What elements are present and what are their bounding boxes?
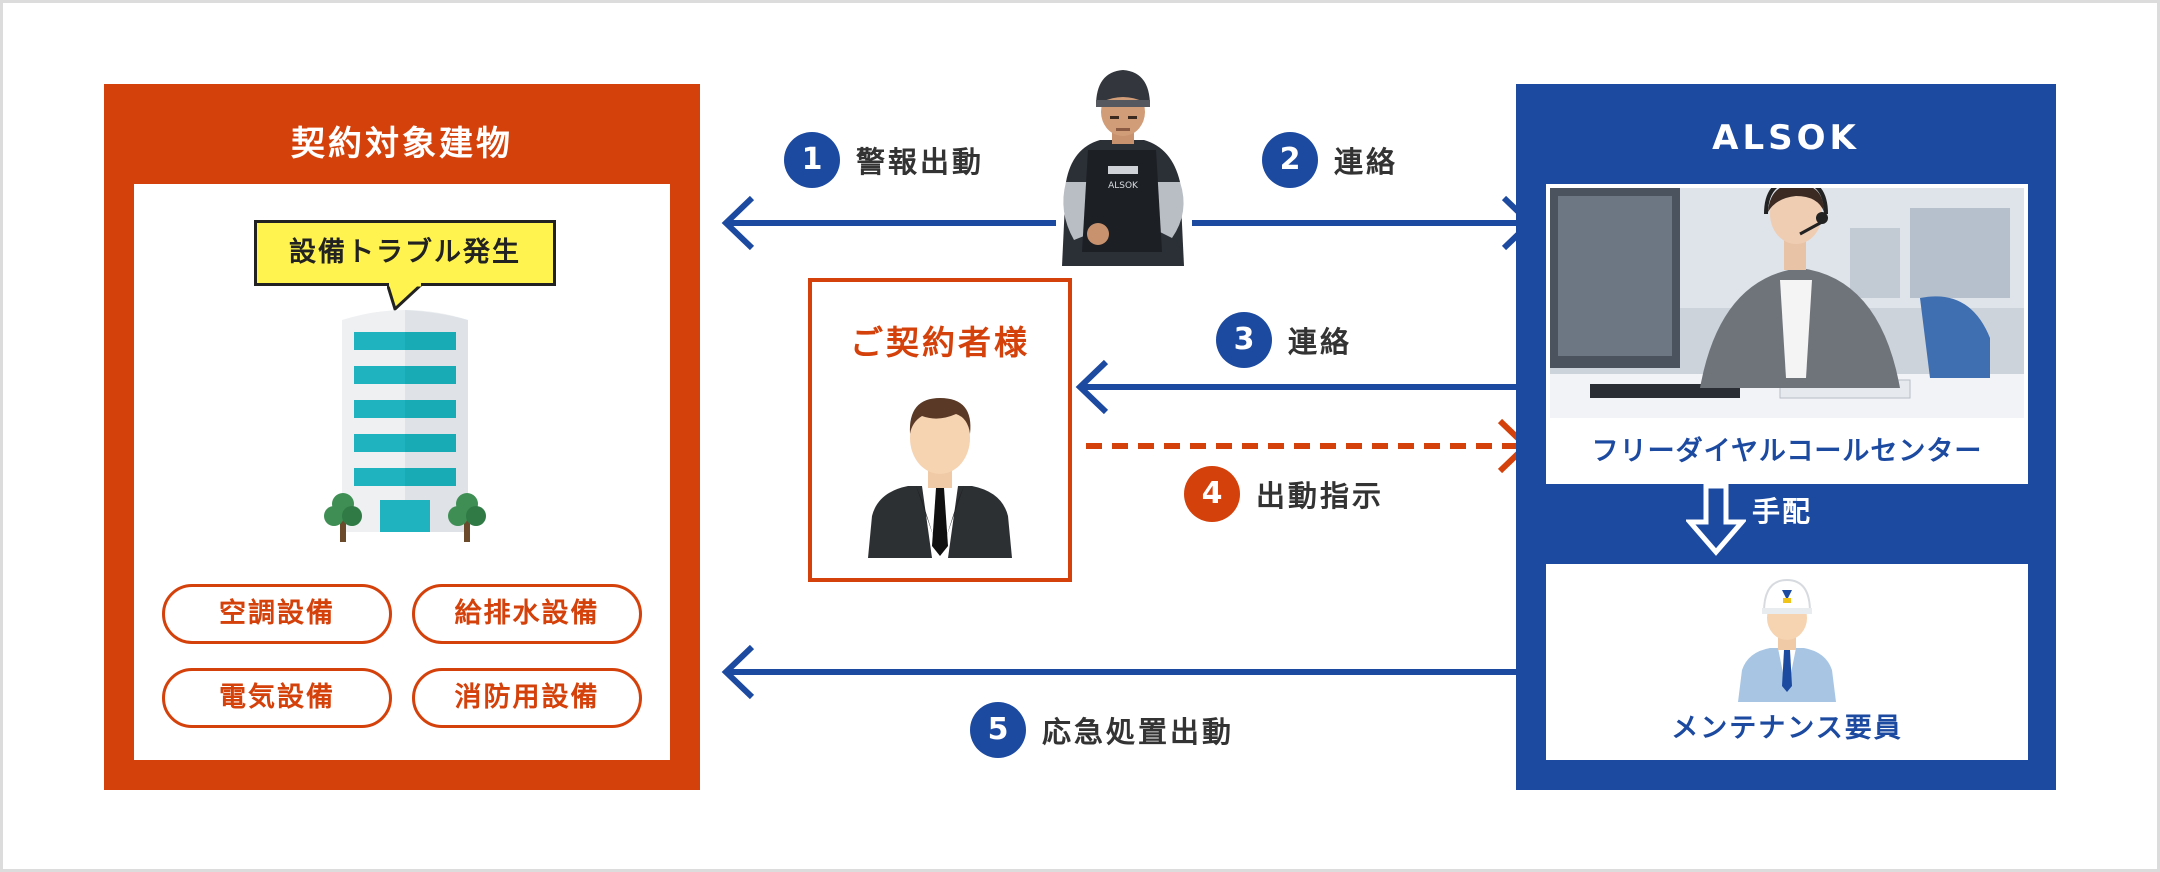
building-panel: 契約対象建物 設備トラブル発生 bbox=[104, 84, 700, 790]
arrow-down-icon bbox=[1686, 484, 1746, 556]
security-guard-photo: ALSOK bbox=[1062, 70, 1184, 266]
step-5: 5 応急処置出動 bbox=[970, 702, 1234, 758]
arrow-emergency-dispatch bbox=[721, 644, 1546, 700]
step-2: 2 連絡 bbox=[1262, 132, 1398, 188]
equipment-hvac: 空調設備 bbox=[162, 584, 392, 644]
step-4: 4 出動指示 bbox=[1184, 466, 1384, 522]
step-3-number: 3 bbox=[1216, 312, 1272, 368]
tree-icon bbox=[324, 493, 362, 542]
businessman-icon bbox=[868, 398, 1012, 558]
callcenter-operator-photo bbox=[1550, 188, 2024, 418]
building-panel-content: 設備トラブル発生 bbox=[134, 184, 670, 760]
bubble-tail bbox=[387, 283, 426, 311]
office-building-icon bbox=[342, 310, 468, 532]
guard-vest-text: ALSOK bbox=[1108, 181, 1139, 191]
step-3-label: 連絡 bbox=[1288, 325, 1353, 359]
equipment-electrical: 電気設備 bbox=[162, 668, 392, 728]
arrow-dispatch-order bbox=[1086, 418, 1531, 474]
customer-title: ご契約者様 bbox=[850, 323, 1030, 362]
arrange-label: 手配 bbox=[1752, 495, 1813, 528]
building-panel-title: 契約対象建物 bbox=[291, 124, 513, 164]
step-1: 1 警報出動 bbox=[784, 132, 984, 188]
customer-box: ご契約者様 bbox=[808, 278, 1072, 582]
step-5-number: 5 bbox=[970, 702, 1026, 758]
equipment-fire: 消防用設備 bbox=[412, 668, 642, 728]
arrow-contact-alsok bbox=[1192, 195, 1535, 251]
step-4-number: 4 bbox=[1184, 466, 1240, 522]
maintenance-label: メンテナンス要員 bbox=[1671, 713, 1903, 744]
arrow-alarm-dispatch bbox=[721, 195, 1056, 251]
alsok-panel: ALSOK bbox=[1516, 84, 2056, 790]
maintenance-box: メンテナンス要員 bbox=[1546, 564, 2028, 760]
equipment-plumbing: 給排水設備 bbox=[412, 584, 642, 644]
step-2-label: 連絡 bbox=[1334, 145, 1399, 179]
alsok-panel-title: ALSOK bbox=[1712, 118, 1860, 158]
arrow-contact-customer bbox=[1075, 359, 1516, 415]
step-3: 3 連絡 bbox=[1216, 312, 1352, 368]
step-1-label: 警報出動 bbox=[856, 145, 985, 179]
vest-badge bbox=[1108, 166, 1138, 174]
step-4-label: 出動指示 bbox=[1256, 479, 1385, 513]
callcenter-box: フリーダイヤルコールセンター bbox=[1546, 184, 2028, 484]
worker-helmet-icon bbox=[1738, 578, 1836, 702]
step-1-number: 1 bbox=[784, 132, 840, 188]
trouble-bubble: 設備トラブル発生 bbox=[254, 220, 556, 286]
callcenter-label: フリーダイヤルコールセンター bbox=[1591, 436, 1983, 467]
tree-icon bbox=[448, 493, 486, 542]
step-2-number: 2 bbox=[1262, 132, 1318, 188]
step-5-label: 応急処置出動 bbox=[1042, 715, 1235, 749]
